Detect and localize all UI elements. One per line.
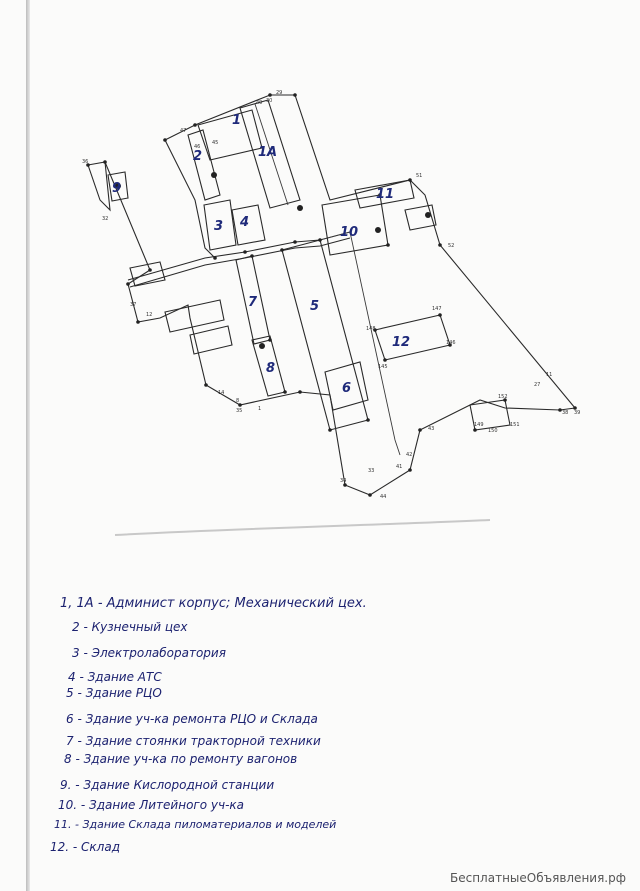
legend-item-12: 12. - Склад bbox=[50, 840, 120, 854]
building-number: 6 bbox=[342, 381, 351, 396]
point-label: 14 bbox=[218, 390, 224, 396]
east-block-b bbox=[404, 204, 437, 231]
point-label: 146 bbox=[446, 340, 456, 346]
smudge-line bbox=[114, 519, 491, 536]
point-label: 8 bbox=[236, 398, 239, 404]
point-label: 12 bbox=[146, 312, 152, 318]
point-label: 51 bbox=[416, 173, 422, 179]
point-label: 35 bbox=[236, 408, 242, 414]
legend-item-3: 3 - Электролаборатория bbox=[72, 646, 226, 660]
point-numbers: 49 29 30 36 45 46 47 51 52 8 32 37 12 14… bbox=[82, 90, 580, 500]
building-number: 3 bbox=[214, 219, 223, 234]
west-block-c bbox=[129, 261, 166, 287]
point-label: 41 bbox=[396, 464, 402, 470]
point-label: 38 bbox=[562, 410, 568, 416]
legend-item-7: 7 - Здание стоянки тракторной техники bbox=[66, 734, 321, 748]
point-label: 148 bbox=[366, 326, 376, 332]
corridor-line bbox=[319, 231, 401, 456]
building-5 bbox=[281, 239, 369, 431]
boundary-notch bbox=[87, 161, 111, 212]
building-number: 1А bbox=[258, 145, 277, 160]
site-boundary bbox=[87, 94, 577, 496]
building-1-line bbox=[254, 103, 289, 206]
scan-edge bbox=[26, 0, 30, 891]
point-label: 45 bbox=[212, 140, 218, 146]
building-9 bbox=[107, 171, 129, 202]
building-number: 4 bbox=[239, 215, 249, 230]
point-label: 34 bbox=[340, 478, 346, 484]
point-label: 150 bbox=[488, 428, 498, 434]
building-number: 8 bbox=[266, 361, 275, 376]
legend-item-11: 11. - Здание Склада пиломатериалов и мод… bbox=[54, 818, 337, 831]
legend-item-1: 1, 1А - Админист корпус; Механический це… bbox=[60, 596, 367, 611]
building-2 bbox=[187, 129, 221, 201]
building-1 bbox=[197, 109, 263, 161]
building-number: 10 bbox=[340, 225, 358, 240]
east-block-a bbox=[469, 399, 511, 431]
west-block-b bbox=[189, 325, 233, 355]
point-label: 151 bbox=[510, 422, 520, 428]
legend-item-2: 2 - Кузнечный цех bbox=[72, 620, 188, 634]
point-label: 49 bbox=[256, 100, 262, 106]
legend-item-9: 9. - Здание Кислородной станции bbox=[60, 778, 275, 792]
building-numbers: 1 1А 2 3 4 5 6 7 8 9 10 11 12 bbox=[112, 113, 410, 396]
point-label: 27 bbox=[534, 382, 540, 388]
legend-item-4: 4 - Здание АТС bbox=[68, 670, 162, 684]
legend-item-5: 5 - Здание РЦО bbox=[66, 686, 162, 700]
point-label: 147 bbox=[432, 306, 442, 312]
point-label: 1 bbox=[258, 406, 261, 412]
watermark: БесплатныеОбъявления.рф bbox=[450, 871, 626, 885]
point-label: 46 bbox=[194, 144, 200, 150]
building-3 bbox=[203, 199, 237, 251]
point-label: 149 bbox=[474, 422, 484, 428]
building-number: 1 bbox=[232, 113, 241, 128]
legend-item-8: 8 - Здание уч-ка по ремонту вагонов bbox=[64, 752, 298, 766]
point-label: 47 bbox=[180, 128, 186, 134]
point-label: 152 bbox=[498, 394, 508, 400]
point-label: 11 bbox=[546, 372, 552, 378]
building-1a bbox=[239, 99, 301, 209]
point-label: 44 bbox=[380, 494, 386, 500]
survey-points bbox=[86, 93, 577, 497]
point-label: 29 bbox=[276, 90, 282, 96]
point-label: 42 bbox=[406, 452, 412, 458]
point-label: 145 bbox=[378, 364, 388, 370]
building-number: 12 bbox=[392, 335, 410, 350]
building-11 bbox=[354, 179, 415, 209]
point-label: 37 bbox=[130, 302, 136, 308]
legend-item-10: 10. - Здание Литейного уч-ка bbox=[58, 798, 244, 812]
west-block-a bbox=[164, 299, 225, 333]
building-number: 9 bbox=[112, 181, 121, 196]
building-4 bbox=[231, 204, 266, 246]
building-number: 2 bbox=[193, 149, 202, 164]
road-line-2 bbox=[129, 237, 351, 288]
point-label: 43 bbox=[428, 426, 434, 432]
building-number: 11 bbox=[376, 187, 394, 202]
point-label: 30 bbox=[266, 98, 272, 104]
point-label: 52 bbox=[448, 243, 454, 249]
building-6 bbox=[324, 361, 369, 411]
point-label: 33 bbox=[368, 468, 374, 474]
point-label: 32 bbox=[102, 216, 108, 222]
building-number: 7 bbox=[248, 295, 258, 310]
building-number: 5 bbox=[310, 299, 319, 314]
legend-item-6: 6 - Здание уч-ка ремонта РЦО и Склада bbox=[66, 712, 318, 726]
building-12 bbox=[374, 314, 451, 361]
point-label: 36 bbox=[82, 159, 88, 165]
point-label: 39 bbox=[574, 410, 580, 416]
